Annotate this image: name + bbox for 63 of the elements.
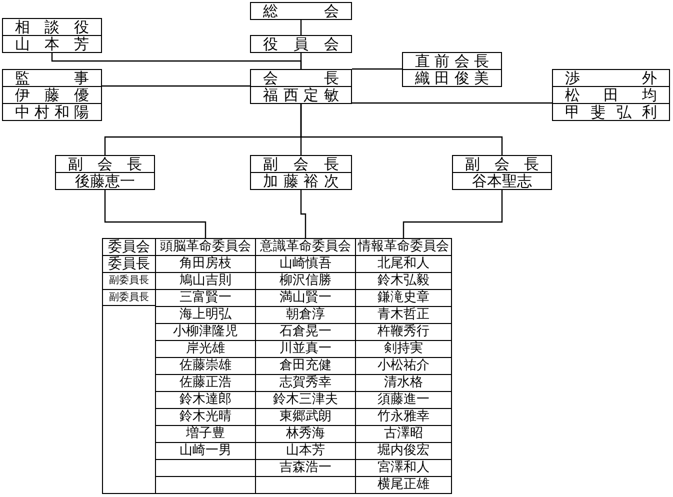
- position-box: [250, 69, 352, 104]
- connector-line: [104, 190, 206, 238]
- committee-column: [155, 238, 256, 494]
- member-name: 宮澤和人: [356, 459, 451, 476]
- column-header: 情報革命委員会: [356, 239, 450, 255]
- position-box: [402, 52, 502, 87]
- member-name: 横尾正雄: [356, 476, 451, 493]
- person-name: 山本芳: [3, 35, 101, 52]
- position-box: [552, 69, 670, 121]
- connector-line: [102, 85, 250, 87]
- member-name: 堀内俊宏: [356, 442, 451, 459]
- role-title: 会長: [262, 70, 340, 86]
- member-name: 北尾和人: [356, 255, 451, 272]
- role-title: 役員会: [262, 36, 340, 52]
- column-header: 頭脳革命委員会: [159, 239, 252, 255]
- role-title: 副会長: [464, 156, 540, 172]
- connector-line: [300, 20, 302, 35]
- connector-line: [402, 190, 503, 238]
- row-label: 副委員長: [103, 289, 155, 306]
- committee-column: [255, 238, 356, 494]
- row-label: 委員会: [107, 239, 151, 255]
- member-name: 鎌滝史章: [356, 289, 451, 306]
- person-name: 谷本聖志: [453, 172, 551, 189]
- position-box: [250, 155, 352, 190]
- member-name: 竹永雅幸: [356, 408, 451, 425]
- position-box: [2, 69, 102, 121]
- member-name: 青木哲正: [356, 306, 451, 323]
- connector-line: [300, 104, 503, 155]
- member-name: 剣持実: [356, 340, 451, 357]
- row-label: 委員長: [103, 255, 155, 272]
- person-name: 伊藤優: [3, 86, 101, 103]
- role-title: 副会長: [262, 156, 340, 172]
- member-name: 鈴木弘毅: [356, 272, 451, 289]
- role-title: 相談役: [14, 19, 90, 35]
- person-name: 福西定敏: [251, 86, 351, 103]
- connector-line: [300, 190, 306, 238]
- connector-line: [352, 102, 552, 104]
- role-title: 渉外: [564, 70, 658, 86]
- member-name: 清水格: [356, 374, 451, 391]
- role-title: 副会長: [67, 156, 143, 172]
- role-title: 総会: [262, 3, 340, 19]
- row-label: 副委員長: [103, 272, 155, 289]
- person-name: 中村和陽: [3, 103, 101, 120]
- position-box: [452, 155, 552, 190]
- position-box: [2, 18, 102, 53]
- position-box: [55, 155, 155, 190]
- person-name: 後藤恵一: [56, 172, 154, 189]
- position-box: [250, 35, 352, 53]
- person-name: 加藤裕次: [251, 172, 351, 189]
- position-box: [250, 2, 352, 20]
- connector-line: [51, 53, 302, 69]
- person-name: 甲斐弘利: [553, 103, 669, 120]
- column-header: 意識革命委員会: [259, 239, 352, 255]
- member-name: 古澤昭: [356, 425, 451, 442]
- person-name: 松田均: [553, 86, 669, 103]
- role-title: 監事: [14, 70, 90, 86]
- role-title: 直前会長: [414, 53, 490, 69]
- committee-column: [355, 238, 452, 494]
- member-name: 杵鞭秀行: [356, 323, 451, 340]
- member-name: 小松祐介: [356, 357, 451, 374]
- member-name: 須藤進一: [356, 391, 451, 408]
- connector-line: [352, 68, 402, 70]
- person-name: 織田俊美: [403, 69, 501, 86]
